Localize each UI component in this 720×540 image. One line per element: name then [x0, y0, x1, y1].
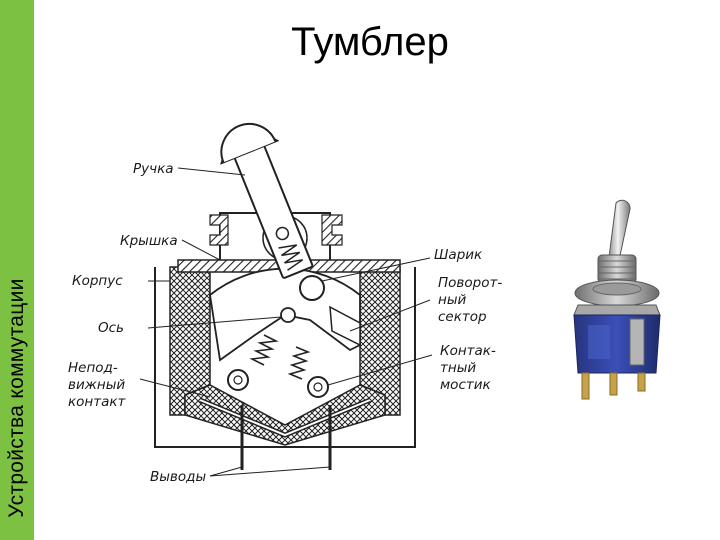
lever-shaft [230, 136, 314, 279]
label-axis: Ось [98, 320, 124, 336]
label-fixed-contact-1: Непод- [68, 360, 118, 376]
page-title: Тумблер [291, 20, 449, 64]
label-fixed-contact-2: вижный [68, 377, 125, 393]
axis-pin [280, 307, 296, 323]
bushing-left-thread [209, 214, 229, 246]
ball [299, 275, 325, 301]
label-terminals: Выводы [150, 469, 206, 485]
knob-cap [220, 122, 277, 163]
toggle-switch-photo [573, 199, 661, 400]
label-contact-bridge-1: Контак- [440, 343, 496, 359]
photo-body [573, 314, 661, 374]
right-spring [287, 346, 311, 380]
label-handle: Ручка [133, 161, 174, 177]
label-housing: Корпус [72, 273, 123, 289]
photo-pin-2 [609, 372, 618, 396]
photo-clip [629, 318, 645, 366]
sidebar: Устройства коммутации [0, 0, 34, 540]
bottom-insert [184, 384, 386, 446]
label-fixed-contact-3: контакт [68, 394, 127, 410]
photo-plate [573, 304, 661, 316]
label-rotary-sector-1: Поворот- [438, 275, 502, 291]
housing-shell [154, 267, 416, 448]
photo-pin-3 [637, 372, 646, 392]
label-rotary-sector-3: сектор [438, 309, 487, 325]
lever-spring [278, 244, 304, 271]
sidebar-title: Устройства коммутации [5, 278, 28, 518]
photo-lever [607, 199, 631, 266]
left-spring [249, 334, 279, 366]
lever [220, 122, 314, 279]
label-contact-bridge-2: тный [440, 360, 476, 376]
toggle-switch-diagram: Ручка Крышка Корпус Ось Непод- вижный ко… [68, 122, 502, 485]
label-cover: Крышка [120, 233, 178, 249]
label-contact-bridge-3: мостик [440, 377, 492, 393]
lever-pin [275, 226, 290, 241]
photo-pin-1 [581, 372, 590, 400]
leader-lines [139, 167, 433, 477]
bushing-right-thread [321, 214, 343, 246]
sector-blade [329, 305, 361, 347]
label-ball: Шарик [434, 247, 483, 263]
label-rotary-sector-2: ный [438, 292, 466, 308]
